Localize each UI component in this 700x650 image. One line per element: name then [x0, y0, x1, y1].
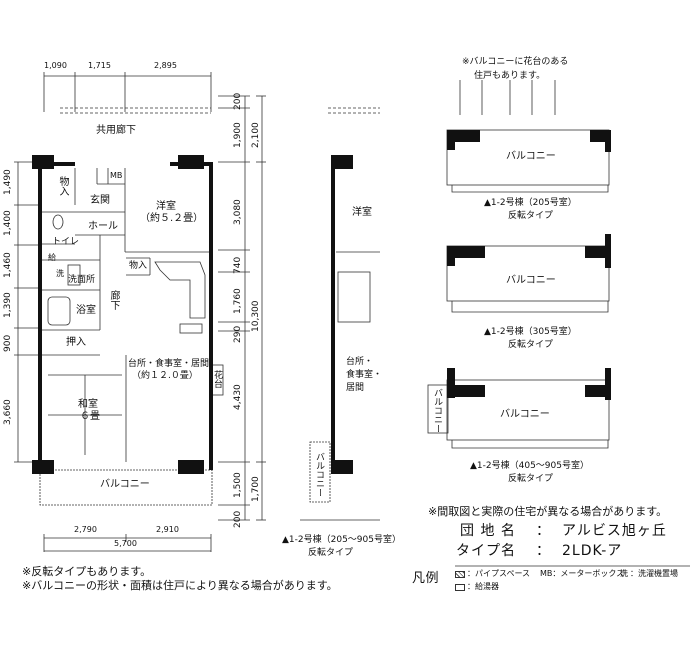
- storage-label-2: 物入: [129, 261, 148, 271]
- top-dim-1: 1,090: [44, 61, 67, 70]
- variant-3-caption-line-1: ▲1-2号棟（405～905号室）: [470, 461, 589, 471]
- right-dim-6: 290: [233, 325, 243, 343]
- variant-1-caption-line-1: ▲1-2号棟（205号室）: [484, 198, 577, 208]
- mirror-western-label: 洋室: [352, 207, 372, 218]
- storage-label-1: 物入: [57, 176, 68, 196]
- bottom-dim-1: 2,790: [74, 525, 97, 534]
- right-dim-7: 4,430: [233, 384, 243, 410]
- right-dim-8: 1,500: [233, 472, 243, 498]
- variant-3-caption-line-2: 反転タイプ: [508, 474, 554, 484]
- entrance-label: 玄関: [90, 195, 110, 206]
- right-dim-5: 1,760: [233, 288, 243, 314]
- western-room-size: （約５.２畳）: [140, 213, 204, 224]
- pipe-space-icon: [455, 571, 465, 578]
- variant-2-caption-line-1: ▲1-2号棟（305号室）: [484, 327, 577, 337]
- total-width-dim: 5,700: [114, 539, 137, 548]
- variant-3-balcony-label: バルコニー: [500, 409, 550, 420]
- variant-3-side-balcony-label: バルコニー: [432, 388, 442, 433]
- ldk-label: 台所・食事室・居間: [128, 359, 210, 369]
- top-note-line-2: 住戸もあります。: [474, 71, 546, 81]
- outer-dim-1: 2,100: [251, 122, 261, 148]
- right-dim-2: 1,900: [233, 122, 243, 148]
- legend-meter-box: MB：メーターボックス: [540, 569, 625, 578]
- washroom-label: 洗面所: [68, 275, 96, 285]
- corridor-label: 共用廊下: [96, 125, 136, 136]
- top-note-line-1: ※バルコニーに花台のある: [462, 57, 569, 67]
- variant-2-balcony-label: バルコニー: [506, 275, 556, 286]
- mirror-ldk-line-2: 食事室・: [346, 370, 383, 380]
- top-dim-2: 1,715: [88, 61, 111, 70]
- mirror-balcony-label: バルコニー: [314, 452, 324, 497]
- mirror-ldk-line-1: 台所・: [346, 357, 374, 367]
- mirror-caption-line-2: 反転タイプ: [308, 548, 354, 558]
- water-heater-icon: [455, 584, 465, 591]
- toilet-label: トイレ: [52, 237, 80, 247]
- heater-box-label: 給: [48, 253, 56, 262]
- western-room-label: 洋室: [156, 201, 176, 212]
- legend-washer-symbol: 洗: [620, 569, 628, 578]
- note-balcony-shape: ※バルコニーの形状・面積は住戸により異なる場合があります。: [22, 579, 338, 592]
- ldk-size: （約１２.０畳）: [132, 371, 198, 381]
- flower-stand-label: 花台: [212, 370, 222, 388]
- note-reversed-type: ※反転タイプもあります。: [22, 565, 152, 578]
- mirror-ldk-line-3: 居間: [346, 383, 365, 393]
- left-dim-3: 1,460: [3, 252, 13, 278]
- type-name-label: タイプ名: [456, 543, 516, 559]
- bath-label: 浴室: [76, 305, 96, 316]
- meter-box-label: MB: [110, 171, 123, 180]
- right-dim-4: 740: [233, 256, 243, 274]
- washer-symbol: 洗: [56, 269, 64, 278]
- right-dim-3: 3,080: [233, 199, 243, 225]
- closet-label: 押入: [66, 337, 86, 348]
- type-name-value: 2LDK-ア: [562, 543, 623, 559]
- bottom-dim-2: 2,910: [156, 525, 179, 534]
- mirror-caption-line-1: ▲1-2号棟（205～905号室）: [282, 535, 401, 545]
- top-dim-3: 2,895: [154, 61, 177, 70]
- hallway-label: 廊下: [108, 290, 119, 310]
- balcony-label: バルコニー: [100, 479, 150, 490]
- legend-pipe-space: ：パイプスペース: [467, 569, 531, 578]
- left-dim-2: 1,400: [3, 210, 13, 236]
- legend-title: 凡例: [412, 571, 440, 586]
- legend-water-heater: ：給湯器: [467, 582, 499, 591]
- right-dim-9: 200: [233, 510, 243, 528]
- hall-label: ホール: [88, 221, 118, 232]
- left-dim-6: 3,660: [3, 399, 13, 425]
- complex-name-separator: ：: [536, 523, 551, 539]
- left-dim-5: 900: [3, 334, 13, 352]
- variant-1-balcony-label: バルコニー: [506, 151, 556, 162]
- japanese-room-label: 和室: [78, 399, 98, 410]
- variant-1-caption-line-2: 反転タイプ: [508, 211, 554, 221]
- outer-dim-2: 10,300: [251, 300, 261, 333]
- left-dim-4: 1,390: [3, 292, 13, 318]
- japanese-room-size: ６畳: [80, 411, 100, 422]
- complex-name-label: 団 地 名: [460, 523, 516, 539]
- legend-washer-space: ：洗濯機置場: [630, 569, 678, 578]
- outer-dim-3: 1,700: [251, 476, 261, 502]
- variant-2-caption-line-2: 反転タイプ: [508, 340, 554, 350]
- type-name-separator: ：: [536, 543, 551, 559]
- plan-difference-note: ※間取図と実際の住宅が異なる場合があります。: [428, 505, 668, 518]
- right-dim-1: 200: [233, 92, 243, 110]
- complex-name-value: アルビス旭ヶ丘: [562, 523, 667, 539]
- left-dim-1: 1,490: [3, 169, 13, 195]
